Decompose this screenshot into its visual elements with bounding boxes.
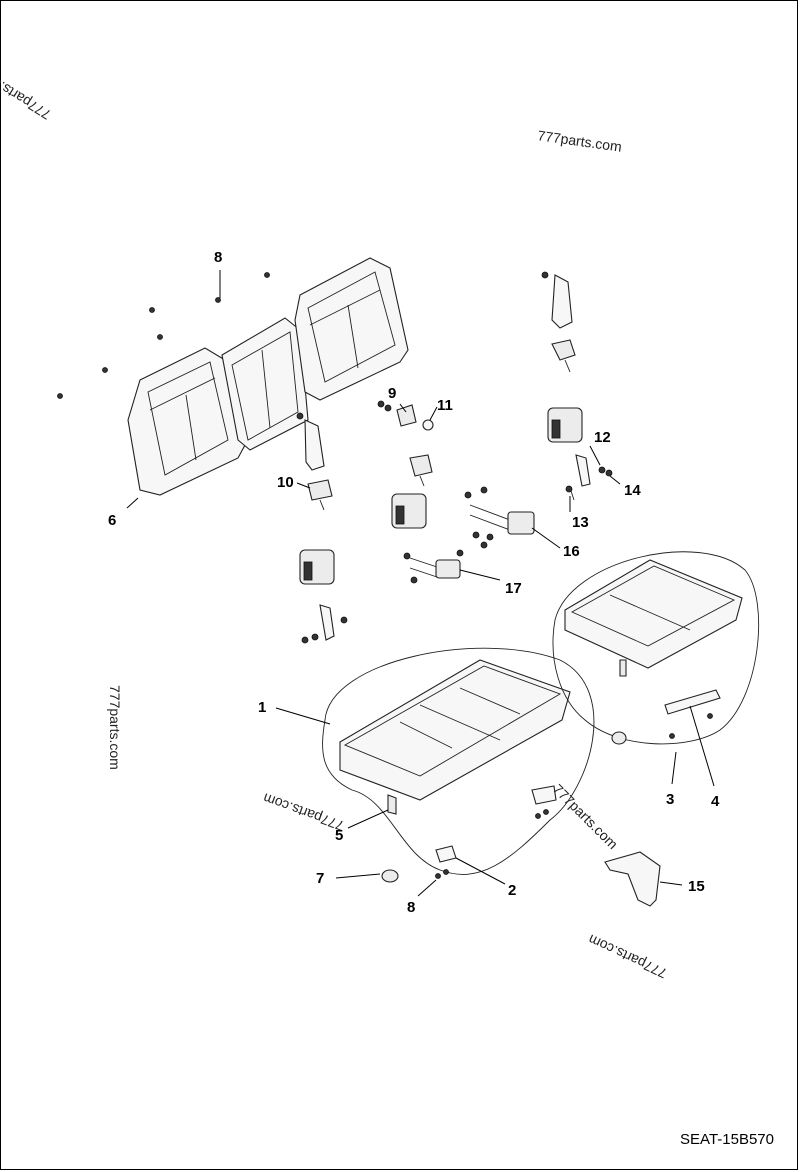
callout-14: 14 bbox=[624, 482, 641, 499]
diagram-code: SEAT-15B570 bbox=[680, 1131, 774, 1148]
belt-hardware-center bbox=[377, 400, 535, 584]
belt-hardware-upper-right bbox=[541, 271, 613, 501]
callout-15: 15 bbox=[688, 878, 705, 895]
leader-lines bbox=[126, 270, 715, 897]
callout-1: 1 bbox=[258, 699, 266, 716]
belt-hardware-left bbox=[296, 412, 348, 644]
callout-17: 17 bbox=[505, 580, 522, 597]
callout-11: 11 bbox=[437, 397, 453, 414]
callout-6: 6 bbox=[108, 512, 116, 529]
callout-12: 12 bbox=[594, 429, 611, 446]
watermark: 777parts.com bbox=[261, 790, 346, 834]
callout-2: 2 bbox=[508, 882, 516, 899]
callout-7: 7 bbox=[316, 870, 324, 887]
bracket-15 bbox=[604, 851, 661, 907]
callout-4: 4 bbox=[711, 793, 720, 810]
seat-back-assembly bbox=[57, 257, 409, 496]
watermark: 777parts.com bbox=[586, 931, 670, 981]
callouts: 1 2 3 4 5 6 7 8 8 9 10 11 12 13 14 15 16… bbox=[108, 249, 720, 916]
callout-10: 10 bbox=[277, 474, 294, 491]
watermarks: 777parts.com 777parts.com 777parts.com 7… bbox=[0, 65, 669, 982]
callout-8-bottom: 8 bbox=[407, 899, 415, 916]
watermark: 777parts.com bbox=[0, 65, 54, 124]
watermark: 777parts.com bbox=[550, 781, 621, 852]
watermark: 777parts.com bbox=[107, 685, 123, 770]
seat-cushion-left bbox=[322, 647, 595, 883]
callout-13: 13 bbox=[572, 514, 589, 531]
callout-3: 3 bbox=[666, 791, 674, 808]
callout-5: 5 bbox=[335, 827, 343, 844]
callout-8-top: 8 bbox=[214, 249, 222, 266]
seat-cushion-right bbox=[552, 551, 760, 745]
watermark: 777parts.com bbox=[537, 127, 623, 155]
callout-9: 9 bbox=[388, 385, 396, 402]
callout-16: 16 bbox=[563, 543, 580, 560]
